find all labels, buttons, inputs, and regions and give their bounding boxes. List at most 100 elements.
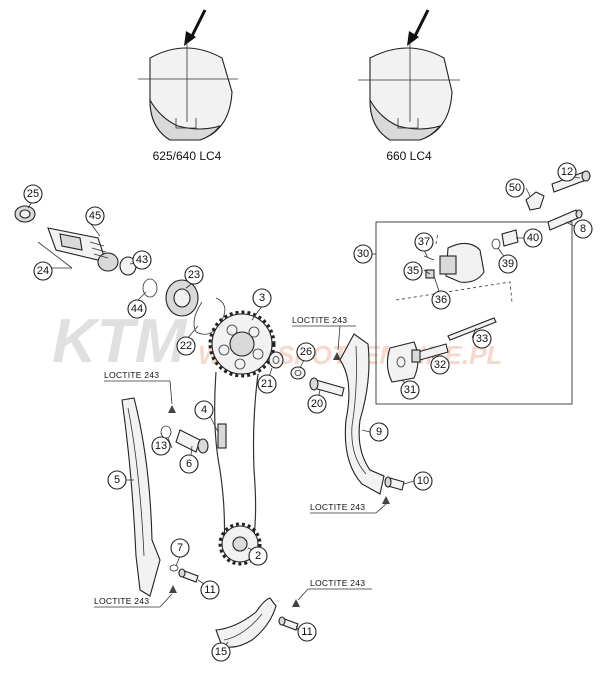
callout-35: 35 xyxy=(403,261,423,281)
loctite-drop xyxy=(333,352,341,360)
timing-chain-4 xyxy=(214,371,259,549)
bolt-8 xyxy=(547,209,583,231)
loctite-drop xyxy=(382,496,390,504)
caption-variant-left: 625/640 LC4 xyxy=(153,149,222,163)
svg-text:44: 44 xyxy=(131,303,143,315)
svg-text:26: 26 xyxy=(300,346,312,358)
svg-text:9: 9 xyxy=(376,426,382,438)
svg-text:15: 15 xyxy=(215,646,227,658)
callout-5: 5 xyxy=(107,470,127,490)
svg-text:25: 25 xyxy=(27,188,39,200)
callout-50: 50 xyxy=(505,178,525,198)
camshaft-sprocket-3 xyxy=(208,310,276,378)
callout-37: 37 xyxy=(414,232,434,252)
loctite-drop xyxy=(168,405,176,413)
svg-text:11: 11 xyxy=(204,584,215,596)
svg-text:8: 8 xyxy=(580,223,586,235)
svg-text:10: 10 xyxy=(417,475,429,487)
tensioner-rail-9 xyxy=(339,333,385,495)
svg-text:23: 23 xyxy=(188,269,200,281)
loctite-label-3: LOCTITE 243 xyxy=(310,502,387,514)
callout-36: 36 xyxy=(431,290,451,310)
svg-text:2: 2 xyxy=(255,550,261,562)
callout-25: 25 xyxy=(23,184,43,204)
svg-text:24: 24 xyxy=(37,265,49,277)
callout-15: 15 xyxy=(211,642,231,662)
cam-variant-right xyxy=(358,9,460,141)
svg-text:LOCTITE 243: LOCTITE 243 xyxy=(94,596,149,606)
svg-text:21: 21 xyxy=(261,378,273,390)
svg-text:45: 45 xyxy=(89,210,101,222)
pushrod-33 xyxy=(447,317,497,341)
svg-text:40: 40 xyxy=(527,232,539,244)
svg-text:6: 6 xyxy=(186,458,192,470)
callout-4: 4 xyxy=(194,400,214,420)
chain-guide-5 xyxy=(121,397,161,597)
washer-21 xyxy=(268,351,284,369)
callout-31: 31 xyxy=(400,380,420,400)
loctite-label-4: LOCTITE 243 xyxy=(94,593,173,608)
svg-text:LOCTITE 243: LOCTITE 243 xyxy=(310,578,365,588)
callout-11-right: 11 xyxy=(297,622,317,642)
callout-20: 20 xyxy=(307,394,327,414)
svg-text:43: 43 xyxy=(136,254,148,266)
bolt-12 xyxy=(551,170,591,193)
loctite-drop xyxy=(292,599,300,607)
svg-text:30: 30 xyxy=(357,248,369,260)
tensioner-group-frame xyxy=(375,221,573,405)
svg-text:20: 20 xyxy=(311,398,323,410)
callout-32: 32 xyxy=(430,355,450,375)
bracket-50 xyxy=(525,191,545,211)
svg-text:LOCTITE 243: LOCTITE 243 xyxy=(104,370,159,380)
ring-13 xyxy=(160,425,172,439)
callout-12: 12 xyxy=(557,162,577,182)
bearing-23 xyxy=(165,279,199,317)
svg-text:32: 32 xyxy=(434,359,446,371)
svg-text:36: 36 xyxy=(435,294,447,306)
ring-44 xyxy=(142,278,158,298)
callout-9: 9 xyxy=(369,422,389,442)
svg-text:37: 37 xyxy=(418,236,430,248)
callout-21: 21 xyxy=(257,374,277,394)
callout-23: 23 xyxy=(184,265,204,285)
callout-39: 39 xyxy=(498,254,518,274)
pin-6 xyxy=(175,429,209,454)
callout-7: 7 xyxy=(170,538,190,558)
caption-variant-right: 660 LC4 xyxy=(386,149,432,163)
svg-text:4: 4 xyxy=(201,404,207,416)
svg-text:5: 5 xyxy=(114,474,120,486)
callout-3: 3 xyxy=(252,288,272,308)
svg-text:3: 3 xyxy=(259,292,265,304)
callout-43: 43 xyxy=(132,250,152,270)
callout-10: 10 xyxy=(413,471,433,491)
loctite-label-2: LOCTITE 243 xyxy=(292,315,356,351)
svg-text:12: 12 xyxy=(561,166,573,178)
callout-30: 30 xyxy=(353,244,373,264)
washer-7 xyxy=(169,564,179,572)
callout-2: 2 xyxy=(248,546,268,566)
cam-variant-left xyxy=(138,9,238,141)
svg-text:50: 50 xyxy=(509,182,521,194)
bolt-11-left xyxy=(178,568,199,583)
svg-text:39: 39 xyxy=(502,258,514,270)
callout-6: 6 xyxy=(179,454,199,474)
bearing-25 xyxy=(14,205,36,223)
svg-text:LOCTITE 243: LOCTITE 243 xyxy=(310,502,365,512)
svg-text:33: 33 xyxy=(476,333,488,345)
callout-44: 44 xyxy=(127,299,147,319)
bolt-20 xyxy=(309,377,345,397)
callout-11-left: 11 xyxy=(200,580,220,600)
loctite-drop xyxy=(169,585,177,593)
callout-33: 33 xyxy=(472,329,492,349)
leaders xyxy=(27,175,581,649)
svg-text:13: 13 xyxy=(155,440,167,452)
pin-37 xyxy=(423,255,435,261)
circlip-22 xyxy=(193,297,226,335)
bolt-10 xyxy=(384,476,405,491)
watermark-brand: KTM xyxy=(52,307,188,376)
loctite-label-5: LOCTITE 243 xyxy=(297,578,372,601)
plug-40 xyxy=(501,229,519,247)
camshaft-24 xyxy=(47,227,137,276)
callout-45: 45 xyxy=(85,206,105,226)
